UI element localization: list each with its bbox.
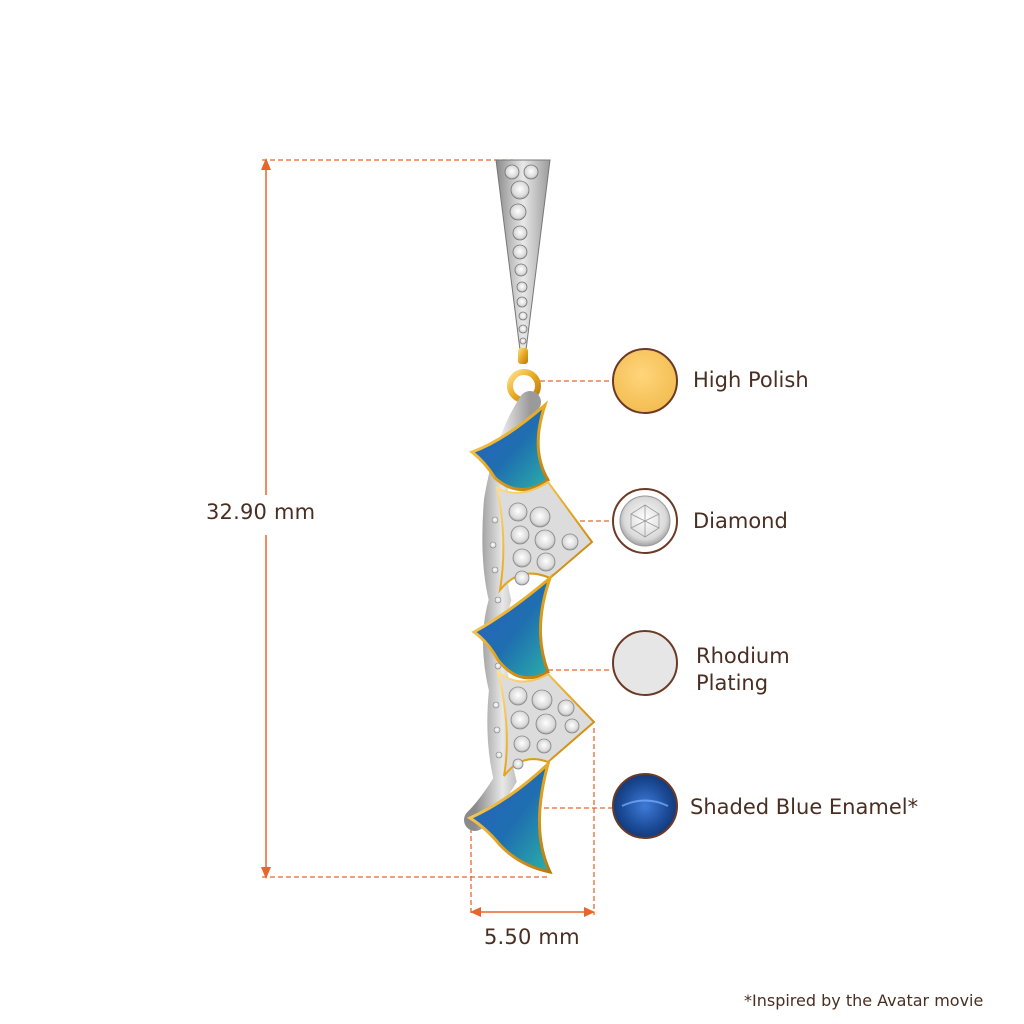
material-label-enamel: Shaded Blue Enamel*	[690, 795, 919, 819]
material-label-rhodium: Rhodium Plating	[696, 643, 790, 697]
footnote: *Inspired by the Avatar movie	[744, 991, 984, 1010]
pendant-bail	[495, 159, 551, 403]
swatch-high-polish	[612, 348, 678, 414]
width-dimension	[470, 728, 595, 917]
material-label-rhodium-line2: Plating	[696, 671, 769, 695]
material-label-rhodium-line1: Rhodium	[696, 644, 790, 668]
swatch-enamel	[612, 773, 678, 839]
swatch-diamond	[612, 488, 678, 554]
swatch-rhodium	[612, 630, 678, 696]
height-label: 32.90 mm	[206, 500, 316, 524]
material-label-diamond: Diamond	[693, 509, 788, 533]
width-label: 5.50 mm	[484, 925, 580, 949]
height-dimension	[261, 158, 548, 879]
material-label-high-polish: High Polish	[693, 368, 809, 392]
pendant-body	[464, 391, 596, 875]
